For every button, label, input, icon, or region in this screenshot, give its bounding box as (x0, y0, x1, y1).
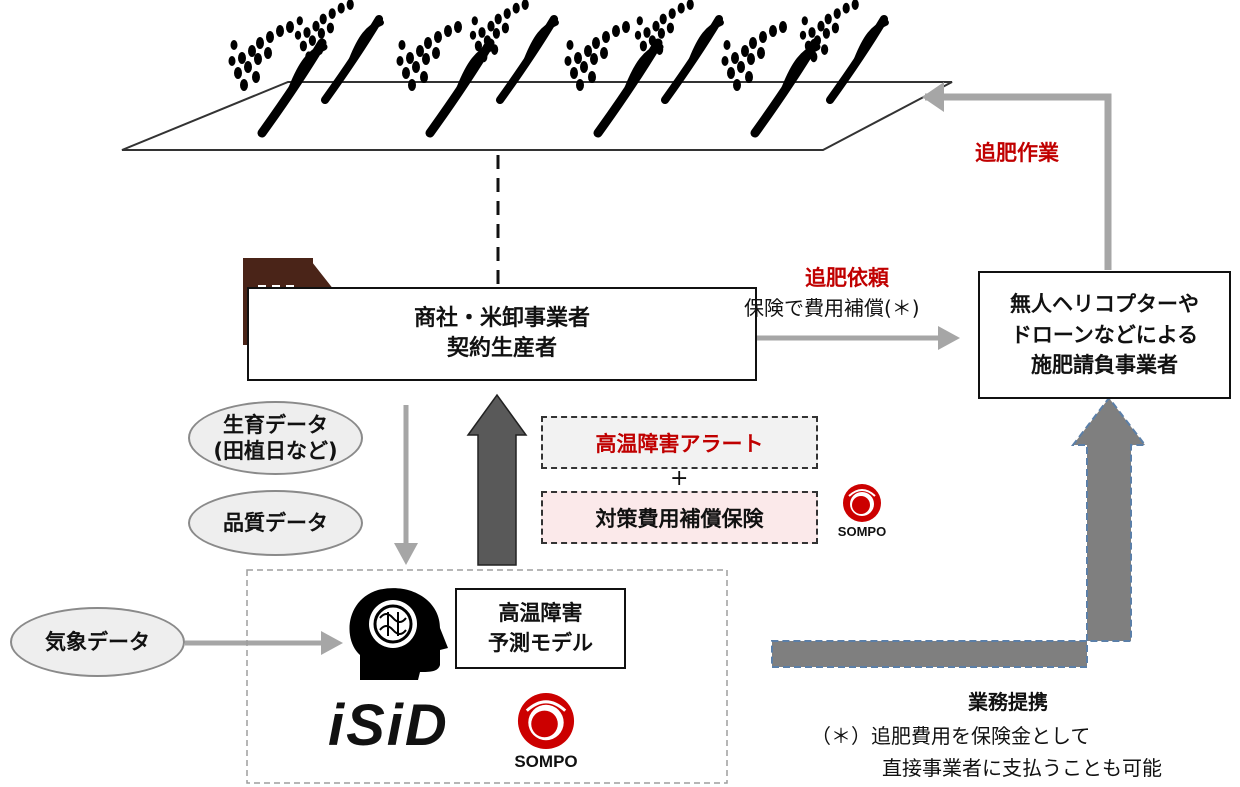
rice-field (121, 81, 953, 151)
model-frame (246, 569, 728, 784)
isid-logo: iSiD (328, 693, 449, 758)
weather-data-ellipse: 気象データ (10, 607, 185, 677)
request-subtitle: 保険で費用補償(＊) (744, 296, 920, 320)
partnership-label: 業務提携 (968, 690, 1048, 714)
sompo-logo-icon (843, 484, 881, 522)
contractor-box-line3: 施肥請負事業者 (1031, 353, 1178, 378)
model-box: 高温障害 予測モデル (455, 588, 626, 669)
growth-data-line1: 生育データ (223, 412, 328, 437)
weather-data-label: 気象データ (45, 629, 150, 654)
request-title: 追肥依頼 (805, 266, 889, 290)
growth-data-ellipse: 生育データ (田植日など) (188, 401, 363, 475)
alert-box: 高温障害アラート (541, 416, 818, 469)
model-box-line2: 予測モデル (488, 630, 593, 655)
contractor-box-line1: 無人ヘリコプターや (1010, 292, 1199, 317)
sompo-small-label: SOMPO (837, 524, 887, 539)
alert-up-arrow (466, 393, 528, 566)
company-box-line2: 契約生産者 (446, 336, 557, 361)
quality-data-label: 品質データ (223, 510, 328, 535)
ai-head-icon (349, 588, 448, 680)
sompo-large-label: SOMPO (514, 752, 578, 771)
growth-data-line2: (田植日など) (213, 439, 338, 463)
sompo-logo-small: SOMPO (832, 482, 892, 539)
sompo-logo-icon (517, 692, 575, 750)
model-box-line1: 高温障害 (498, 601, 583, 626)
contractor-box-line2: ドローンなどによる (1010, 322, 1199, 347)
fertilize-arrow (925, 93, 1112, 270)
sompo-logo-large: SOMPO (503, 690, 589, 772)
insurance-box: 対策費用補償保険 (541, 491, 818, 544)
alert-box-label: 高温障害アラート (595, 431, 764, 456)
contractor-box: 無人ヘリコプターや ドローンなどによる 施肥請負事業者 (978, 271, 1231, 399)
plus-sign: + (670, 466, 689, 491)
partnership-arrow (771, 396, 1148, 668)
company-box: 商社・米卸事業者 契約生産者 (247, 287, 757, 381)
quality-data-ellipse: 品質データ (188, 490, 363, 556)
company-box-line1: 商社・米卸事業者 (413, 306, 590, 332)
footnote-line1: （＊）追肥費用を保険金として (811, 724, 1091, 748)
footnote-line2: 直接事業者に支払うことも可能 (882, 756, 1162, 780)
insurance-box-label: 対策費用補償保険 (595, 506, 764, 531)
fertilize-work-label: 追肥作業 (975, 141, 1059, 165)
